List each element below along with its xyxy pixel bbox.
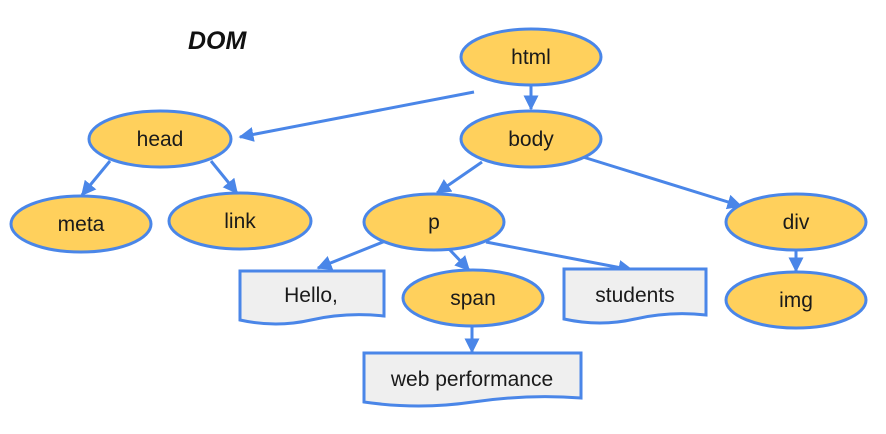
node-students-label: students [595, 284, 674, 307]
node-html-label: html [511, 46, 551, 69]
node-p: p [362, 192, 506, 252]
edge-p-span [447, 247, 471, 272]
node-hello: Hello, [238, 269, 386, 326]
node-head: head [87, 109, 233, 169]
node-div: div [724, 192, 868, 252]
edge-head-link [209, 160, 239, 195]
node-img-label: img [779, 289, 813, 312]
node-link-label: link [224, 210, 256, 233]
node-body: body [459, 109, 603, 169]
edge-p-students [485, 240, 634, 275]
node-link: link [167, 191, 313, 251]
node-img: img [724, 270, 868, 330]
node-students: students [562, 267, 708, 325]
edge-body-div [582, 155, 743, 210]
edge-head-meta [80, 160, 112, 197]
node-html: html [459, 27, 603, 87]
diagram-title: DOM [188, 27, 248, 55]
node-span: span [401, 268, 545, 328]
node-hello-label: Hello, [284, 284, 338, 307]
edge-p-hello [316, 238, 389, 270]
node-head-label: head [137, 128, 184, 151]
node-meta: meta [9, 194, 153, 254]
node-div-label: div [783, 211, 810, 234]
node-meta-label: meta [58, 213, 105, 236]
node-body-label: body [508, 128, 554, 151]
node-web-performance-label: web performance [390, 368, 553, 391]
edge-body-p [435, 160, 483, 195]
node-span-label: span [450, 287, 496, 310]
edges [80, 85, 804, 354]
node-p-label: p [428, 211, 440, 234]
node-web-performance: web performance [362, 351, 583, 408]
edge-html-head [238, 90, 475, 142]
